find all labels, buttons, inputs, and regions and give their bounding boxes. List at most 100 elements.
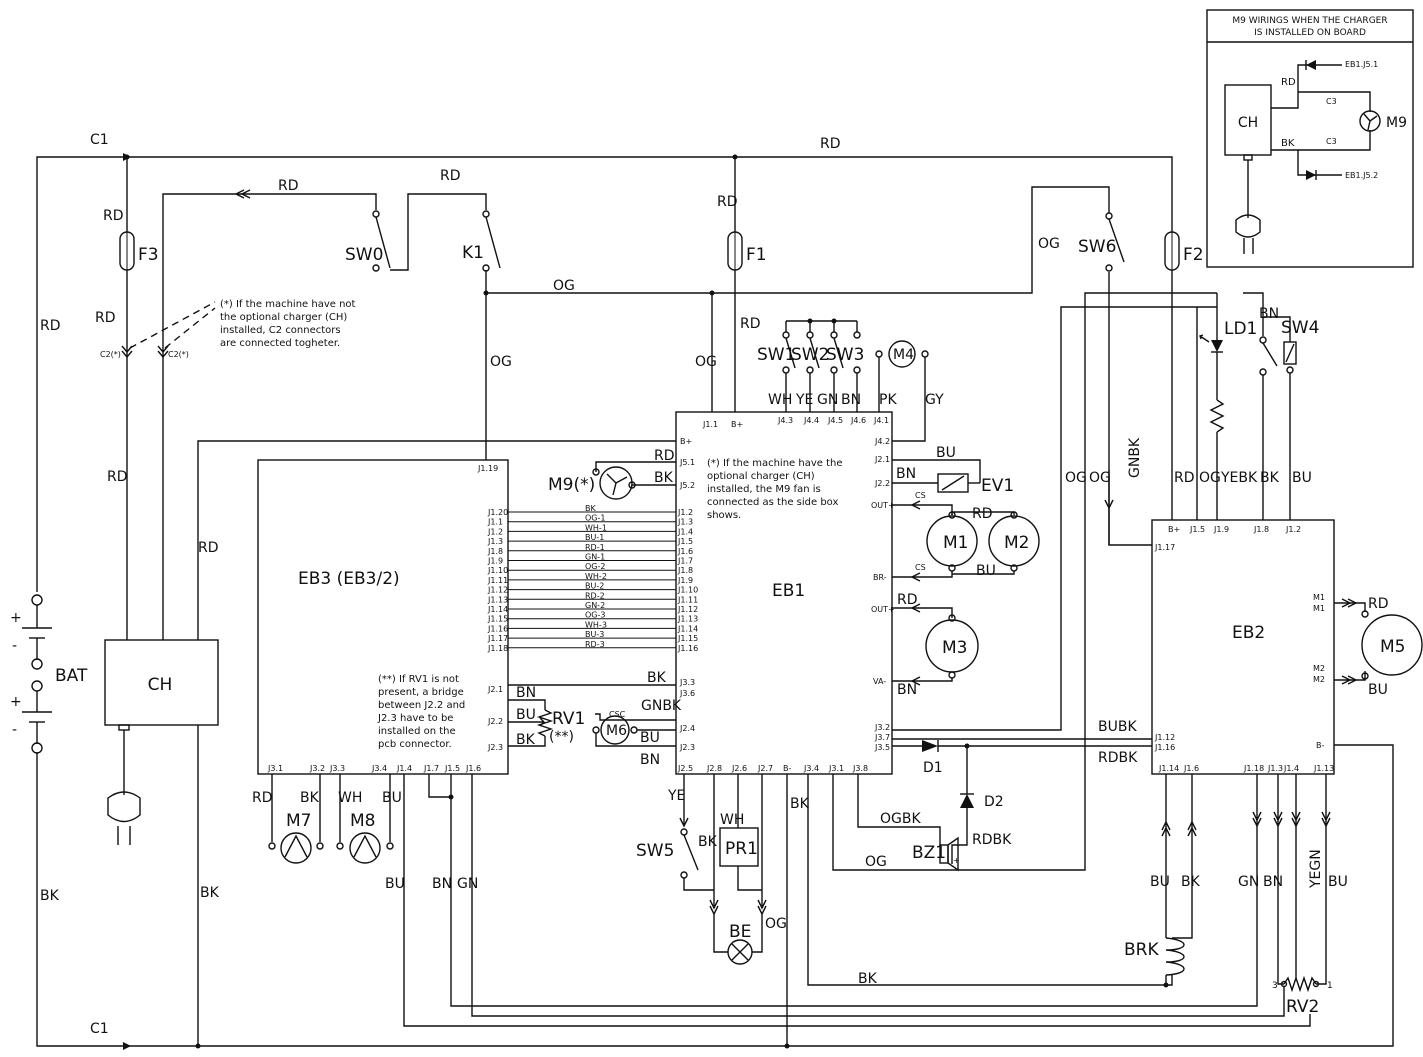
svg-text:C1: C1 — [90, 1021, 109, 1037]
svg-text:J4.4: J4.4 — [803, 416, 819, 425]
svg-text:J4.6: J4.6 — [850, 416, 866, 425]
svg-text:SW2: SW2 — [791, 345, 829, 365]
eb3-bus-pin: J1.12 — [487, 586, 508, 595]
motor-m2 — [988, 515, 1040, 567]
svg-text:J2.2: J2.2 — [487, 717, 503, 726]
svg-text:OUT+: OUT+ — [871, 605, 895, 614]
svg-text:J1.3: J1.3 — [1267, 764, 1283, 773]
svg-text:RDBK: RDBK — [972, 832, 1012, 848]
inset-fan-icon — [1359, 110, 1381, 132]
bus-wire-color: WH-3 — [585, 620, 607, 629]
svg-text:J1.4: J1.4 — [396, 764, 412, 773]
svg-text:BN: BN — [896, 466, 916, 482]
svg-text:BU: BU — [1368, 682, 1388, 698]
diodes-buzzer: OGBK OG BK D1 D2 RDBK BZ1 + BUBK RDBK OG… — [807, 292, 1217, 987]
eb1-bus-pin: J1.7 — [677, 557, 693, 566]
eb1-bus-pin: J1.2 — [677, 508, 693, 517]
svg-text:OG: OG — [765, 916, 787, 932]
svg-text:J2.2: J2.2 — [874, 479, 890, 488]
svg-text:K1: K1 — [462, 243, 484, 263]
eb2-top-loads: LD1 SW4 BN RD OG YEBK BK BU GNBK — [1104, 292, 1319, 545]
svg-text:(**) If RV1 is not: (**) If RV1 is not — [378, 674, 459, 685]
svg-text:CS: CS — [915, 563, 926, 572]
svg-text:shows.: shows. — [707, 510, 741, 521]
svg-text:C2(*): C2(*) — [168, 350, 189, 359]
svg-text:RD: RD — [1281, 77, 1296, 88]
bus-wire-color: BU-3 — [585, 630, 604, 639]
eb3-bus-pin: J1.13 — [487, 595, 508, 604]
svg-text:RD: RD — [654, 448, 675, 464]
svg-text:J2.6: J2.6 — [731, 764, 747, 773]
eb2-bottom-loads: BRK BU BK 3 1 RV2 GN BN YEGN BU — [1124, 774, 1348, 1017]
svg-text:present, a bridge: present, a bridge — [378, 687, 464, 698]
svg-text:GNBK: GNBK — [641, 698, 682, 714]
eb1-bottom-loads: YE SW5 PR1 WH BK BE OG BK — [636, 774, 810, 1049]
svg-text:M9(*): M9(*) — [548, 475, 595, 495]
svg-text:BE: BE — [729, 922, 751, 942]
motor-m1 — [926, 515, 978, 567]
svg-text:J1.16: J1.16 — [1154, 743, 1175, 752]
svg-text:+: + — [10, 694, 22, 710]
svg-text:C3: C3 — [1326, 97, 1337, 106]
eb1-bus-pin: J1.10 — [677, 586, 698, 595]
svg-text:J3.5: J3.5 — [874, 743, 890, 752]
svg-text:BK: BK — [1181, 874, 1201, 890]
svg-text:BK: BK — [300, 790, 320, 806]
svg-text:+: + — [953, 856, 960, 865]
lamp-be — [727, 939, 753, 965]
svg-text:J1.18: J1.18 — [1243, 764, 1264, 773]
sw1-sw3-m4: SW1 SW2 SW3 WH YE GN BN M4 PK GY — [757, 318, 944, 442]
svg-text:J1.6: J1.6 — [1183, 764, 1199, 773]
eb3-bus-pin: J1.18 — [487, 644, 508, 653]
svg-text:OG: OG — [553, 278, 575, 294]
svg-text:BN: BN — [841, 392, 861, 408]
inset-title-line2: IS INSTALLED ON BOARD — [1254, 28, 1366, 38]
svg-text:BU: BU — [516, 707, 536, 723]
svg-text:J2.1: J2.1 — [874, 455, 890, 464]
svg-text:BN: BN — [516, 685, 536, 701]
svg-text:BU: BU — [1328, 874, 1348, 890]
svg-text:BK: BK — [654, 470, 674, 486]
svg-text:J1.7: J1.7 — [423, 764, 439, 773]
svg-text:F2: F2 — [1183, 245, 1204, 265]
svg-text:BU: BU — [976, 563, 996, 579]
svg-text:M5: M5 — [1380, 637, 1405, 657]
eb1-bus-pin: J1.9 — [677, 576, 693, 585]
svg-text:J3.4: J3.4 — [803, 764, 819, 773]
eb2-label: EB2 — [1232, 623, 1265, 643]
svg-text:CS: CS — [915, 491, 926, 500]
svg-text:SW1: SW1 — [757, 345, 795, 365]
pumps-m7-m8: RD BK WH BU M7 M8 — [252, 774, 402, 864]
motor-m5-group: M5 RD BU — [1334, 596, 1423, 698]
svg-text:WH: WH — [768, 392, 792, 408]
svg-text:BK: BK — [40, 888, 60, 904]
svg-text:SW3: SW3 — [826, 345, 864, 365]
plug-icon — [107, 791, 141, 823]
svg-text:BU: BU — [382, 790, 402, 806]
svg-text:BN: BN — [640, 752, 660, 768]
svg-text:B+: B+ — [1168, 525, 1180, 534]
svg-text:B-: B- — [783, 764, 791, 773]
bus-wire-color: OG-2 — [585, 562, 605, 571]
svg-text:BN: BN — [1259, 306, 1279, 322]
ld1-resistor — [1209, 399, 1225, 433]
svg-text:M2: M2 — [1313, 664, 1325, 673]
eb3-bus-pin: J1.8 — [487, 547, 503, 556]
svg-text:J2.3 have to be: J2.3 have to be — [377, 713, 453, 724]
svg-text:LD1: LD1 — [1224, 319, 1257, 339]
svg-text:J3.4: J3.4 — [371, 764, 387, 773]
svg-text:J1.2: J1.2 — [1285, 525, 1301, 534]
svg-text:BK: BK — [698, 834, 718, 850]
svg-text:M3: M3 — [942, 638, 967, 658]
eb1-bus-pin: J1.16 — [677, 644, 698, 653]
battery-label: BAT — [55, 666, 88, 686]
eb1-bus-pin: J1.12 — [677, 605, 698, 614]
brake-coil-brk — [1165, 937, 1185, 976]
svg-text:BK: BK — [1281, 138, 1295, 149]
svg-text:PK: PK — [879, 392, 897, 408]
svg-text:WH: WH — [338, 790, 362, 806]
svg-text:D2: D2 — [984, 794, 1004, 810]
svg-text:GNBK: GNBK — [1127, 437, 1143, 478]
svg-text:GN: GN — [817, 392, 838, 408]
